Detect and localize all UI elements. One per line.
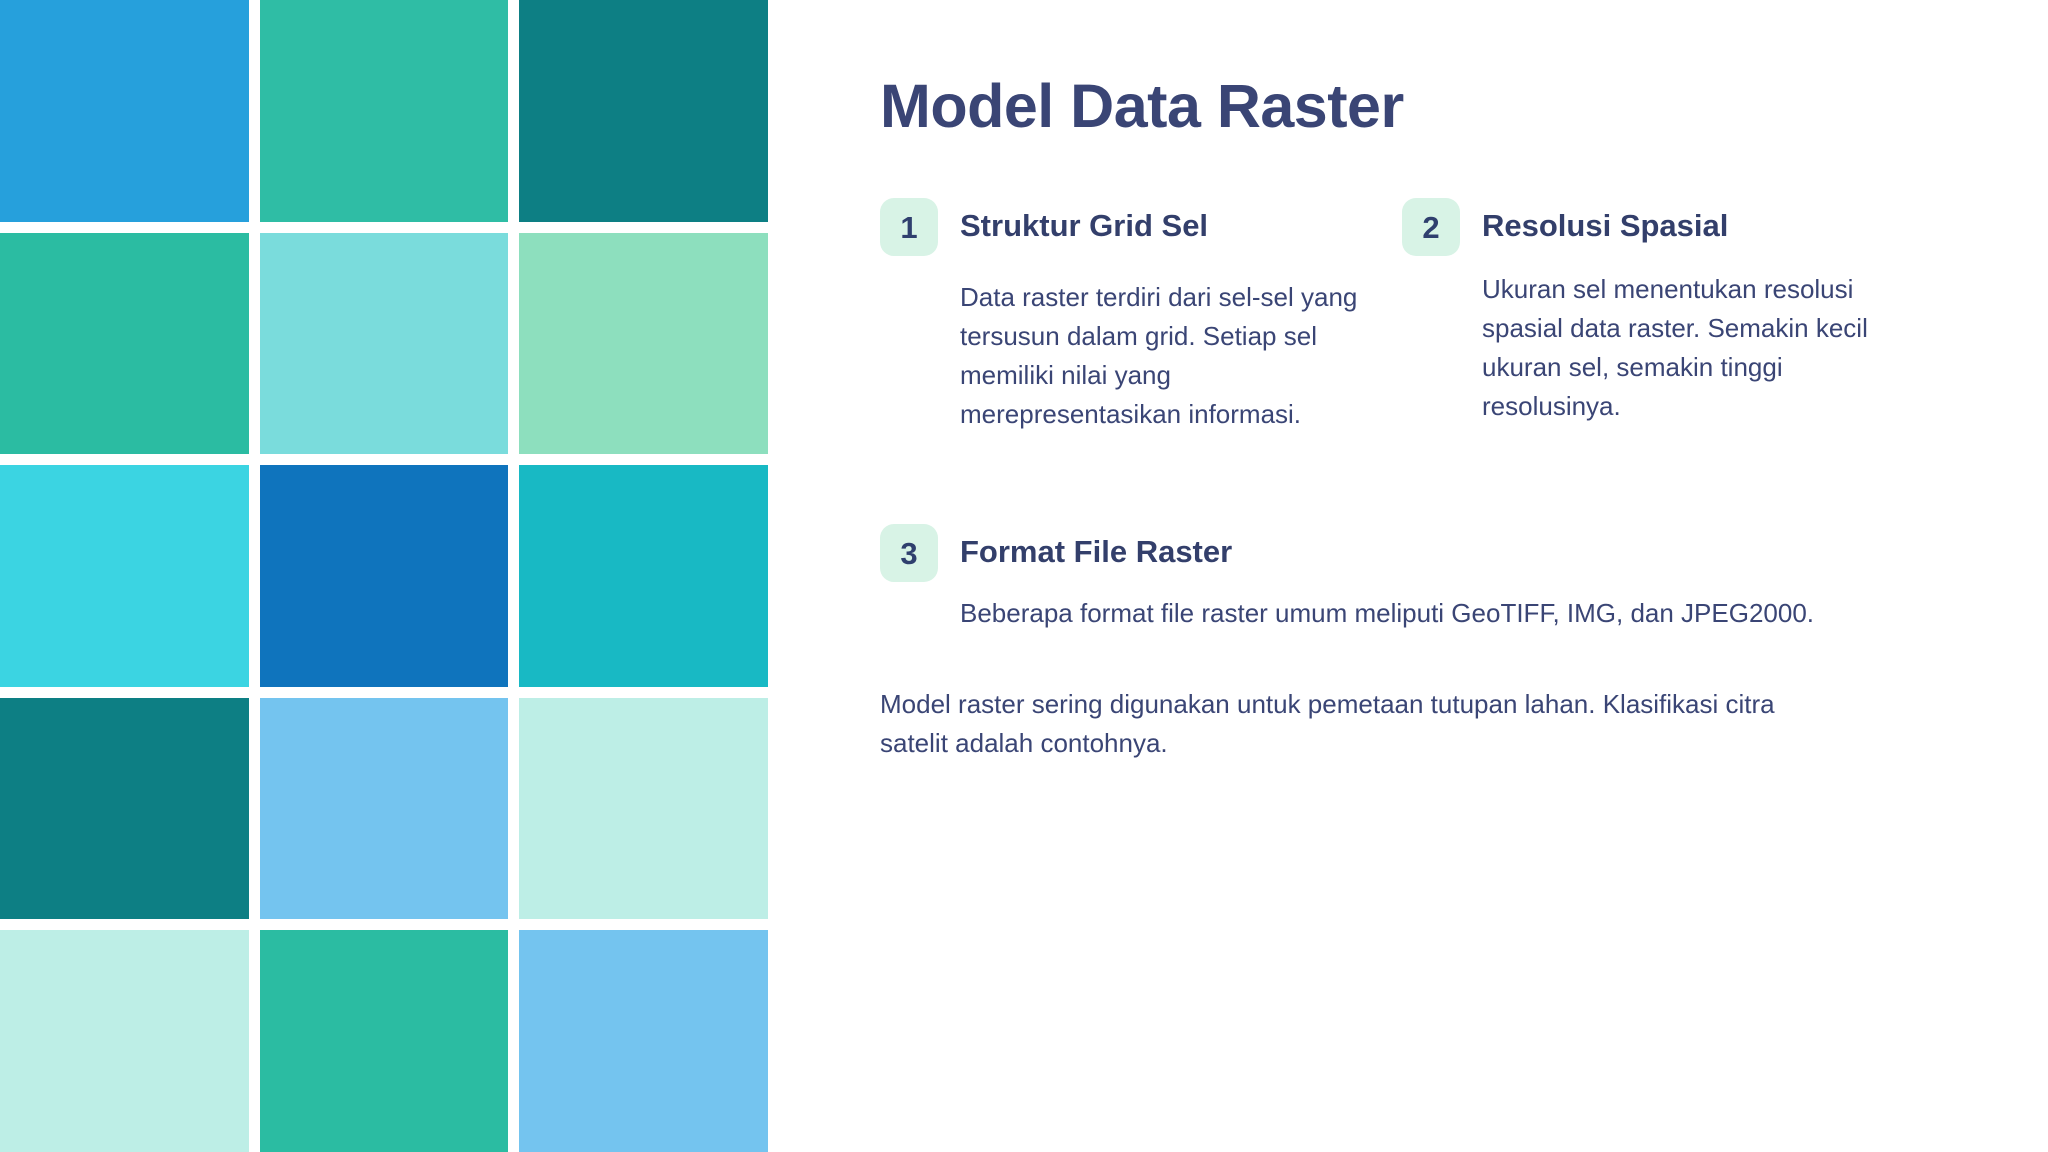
raster-cell: [519, 930, 768, 1152]
raster-cell: [0, 0, 249, 222]
feature-item-2: 2 Resolusi Spasial Ukuran sel menentukan…: [1402, 198, 1880, 426]
feature-item-3-title: Format File Raster: [960, 534, 1233, 570]
raster-cell: [519, 465, 768, 687]
raster-cell: [259, 930, 509, 1152]
footnote-text: Model raster sering digunakan untuk peme…: [880, 689, 1775, 759]
feature-item-1-body: Data raster terdiri dari sel-sel yang te…: [960, 282, 1358, 430]
raster-cell: [259, 697, 509, 920]
number-badge-1: 1: [880, 198, 938, 257]
raster-cell: [0, 232, 249, 455]
raster-cell: [259, 232, 509, 455]
raster-grid-illustration: [0, 0, 768, 1152]
raster-cell: [259, 465, 509, 687]
feature-item-3-body: Beberapa format file raster umum meliput…: [960, 598, 1815, 629]
raster-cell: [0, 930, 249, 1152]
content-panel: Model Data Raster 1 Struktur Grid Sel Da…: [768, 0, 2048, 1152]
raster-cell: [519, 0, 768, 222]
raster-cell: [0, 697, 249, 920]
number-badge-2: 2: [1402, 198, 1460, 257]
feature-item-1: 1 Struktur Grid Sel Data raster terdiri …: [880, 198, 1358, 434]
feature-item-2-header: 2 Resolusi Spasial: [1402, 198, 1880, 257]
raster-cell: [519, 697, 768, 920]
feature-item-1-header: 1 Struktur Grid Sel: [880, 198, 1358, 257]
number-badge-3: 3: [880, 524, 938, 583]
feature-item-2-title: Resolusi Spasial: [1482, 208, 1729, 244]
feature-item-3-header: 3 Format File Raster: [880, 524, 1880, 583]
raster-cell: [0, 465, 249, 687]
feature-item-3: 3 Format File Raster Beberapa format fil…: [880, 524, 1880, 633]
raster-cell: [519, 232, 768, 455]
feature-item-1-title: Struktur Grid Sel: [960, 208, 1209, 244]
page-title: Model Data Raster: [880, 72, 1404, 140]
top-items-row: 1 Struktur Grid Sel Data raster terdiri …: [880, 198, 1952, 434]
raster-cell: [259, 0, 509, 222]
feature-item-2-body: Ukuran sel menentukan resolusi spasial d…: [1482, 274, 1868, 422]
